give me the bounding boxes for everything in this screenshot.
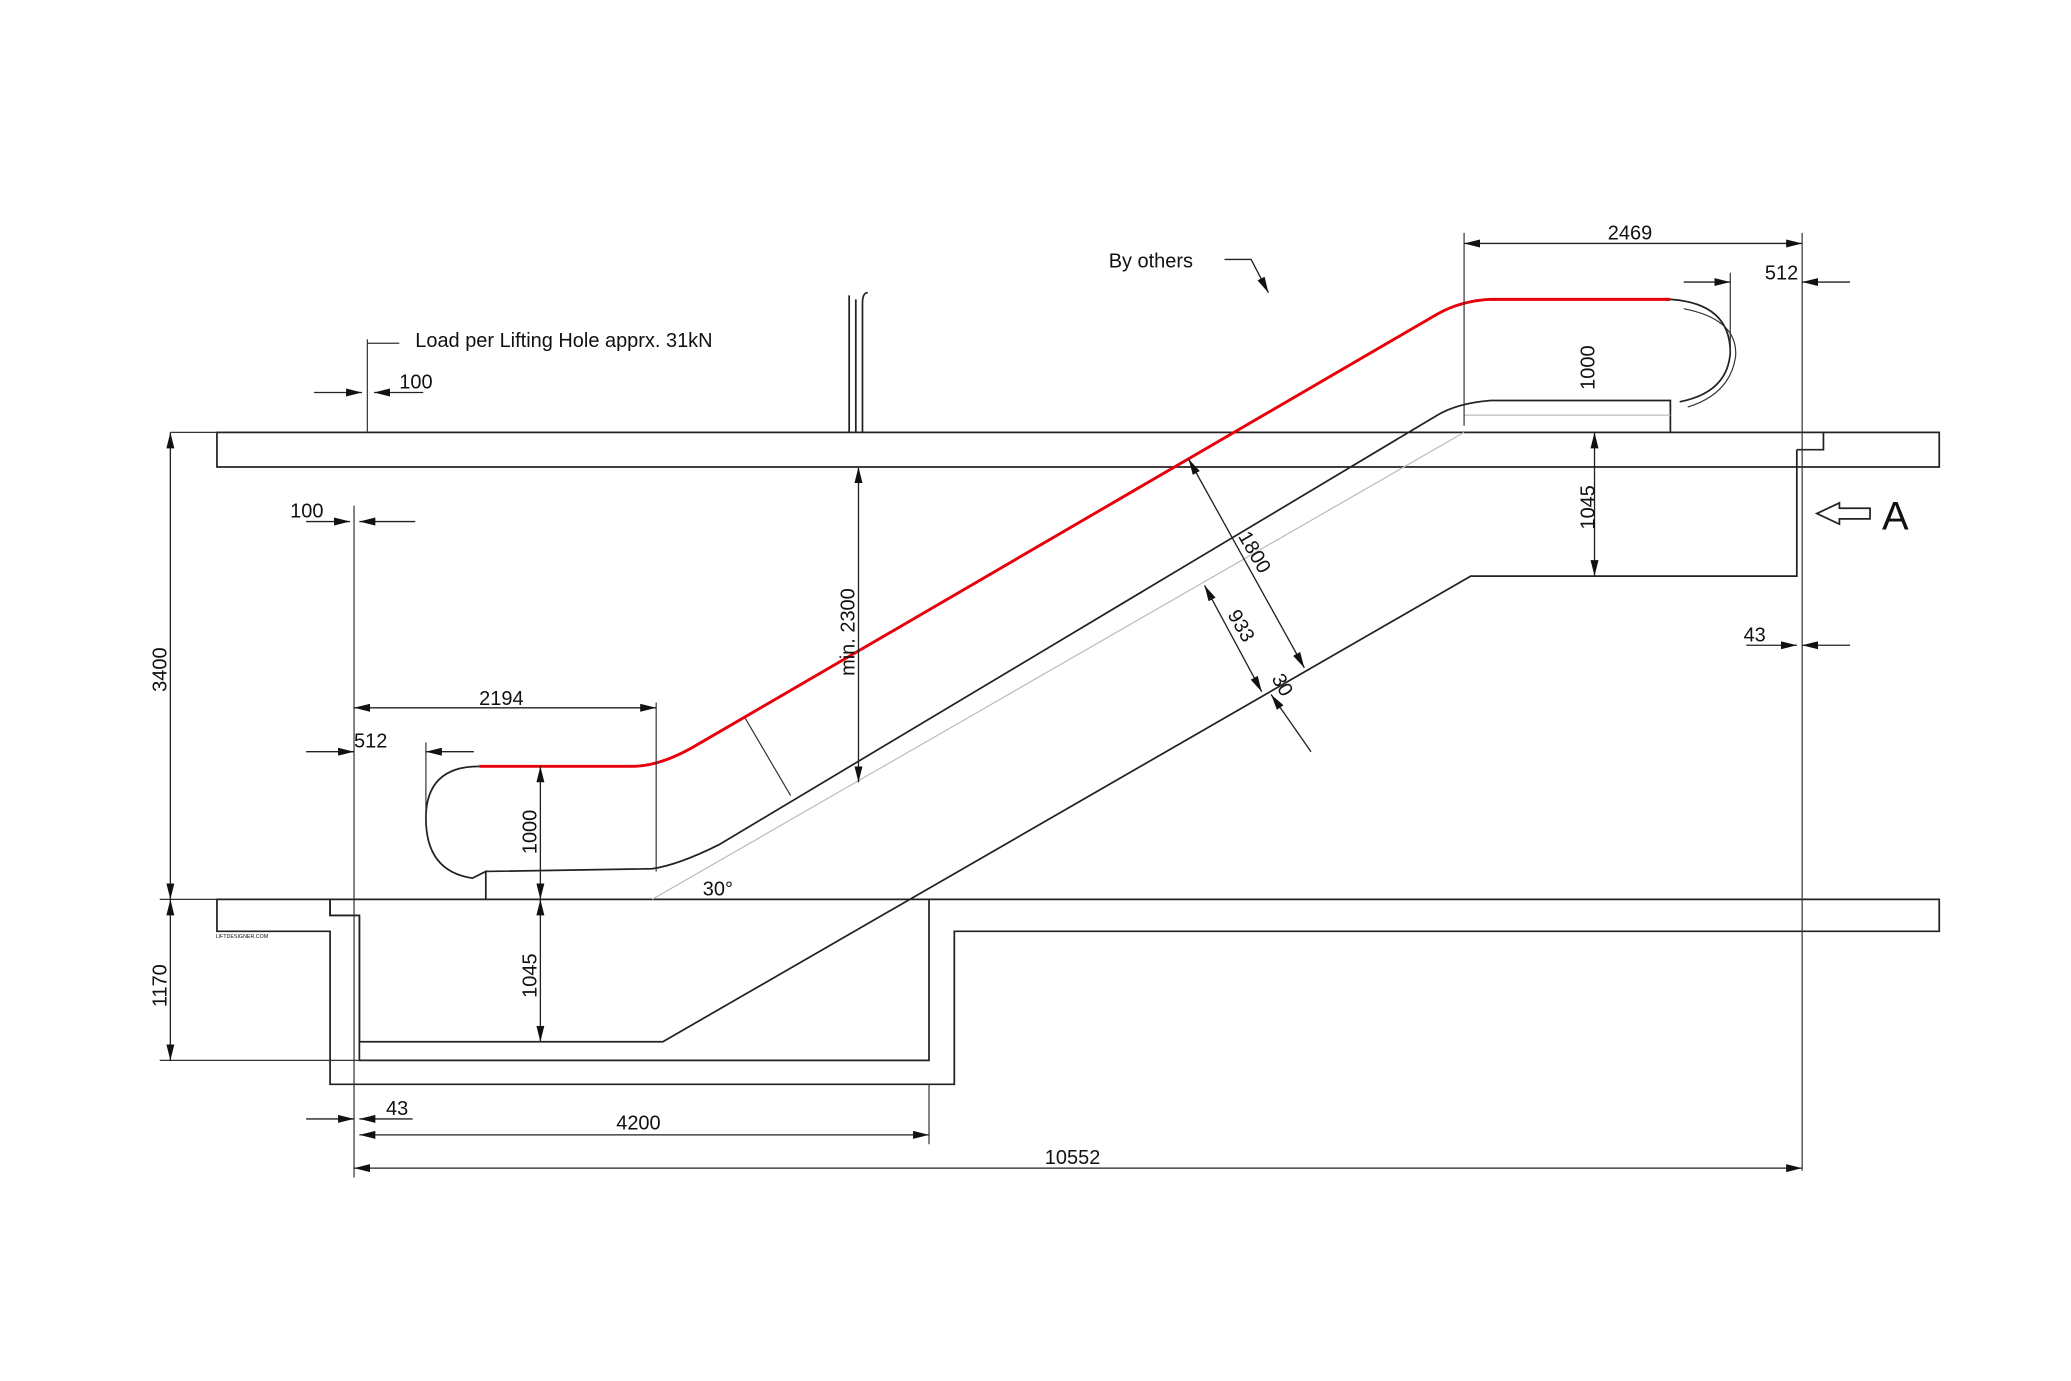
upper-newel (1670, 298, 1732, 403)
dim-upper-pit-depth: 1045 (1578, 485, 1600, 529)
lower-newel (425, 765, 487, 900)
lifting-post (848, 291, 868, 433)
upper-pit-outline (329, 449, 1798, 1043)
dim-upper-landing: 2469 (1608, 222, 1652, 244)
dim-lower-newel: 512 (354, 731, 387, 753)
dim-lower-landing: 2194 (479, 688, 523, 710)
dim-angle: 30° (703, 878, 733, 900)
dim-lower-handrail-height: 1000 (519, 810, 541, 854)
view-a-arrow-icon (1814, 501, 1871, 526)
dim-rise-3400: 3400 (149, 647, 171, 691)
handrail (479, 297, 1671, 768)
dim-pit-1170: 1170 (149, 964, 171, 1007)
dim-pit-length: 4200 (616, 1113, 660, 1135)
dim-right-gap-43: 43 (1744, 624, 1766, 646)
dim-truss-933: 933 (1223, 606, 1259, 646)
upper-floor-slab (216, 431, 1941, 468)
dim-total-length: 10552 (1045, 1147, 1101, 1169)
dim-top-hole-100: 100 (399, 371, 432, 393)
watermark: LIFTDESIGNER.COM (216, 934, 269, 940)
lower-floor-slab-and-pit (216, 898, 1941, 1086)
dim-min-headroom: min. 2300 (837, 588, 859, 676)
dimension-lines (159, 232, 1851, 1178)
upper-newel-inner (1683, 308, 1737, 408)
dim-upper-newel: 512 (1765, 262, 1798, 284)
balustrade-skirt-line (485, 399, 1672, 873)
view-a-label: A (1882, 495, 1909, 539)
dim-lower-pit-depth: 1045 (519, 953, 541, 997)
dim-left-gap-43: 43 (386, 1098, 408, 1120)
lifting-load-note: Load per Lifting Hole apprx. 31kN (415, 330, 712, 352)
step-line (651, 414, 1671, 900)
dim-side-hole-100: 100 (290, 501, 323, 523)
by-others-note: By others (1109, 250, 1193, 272)
dim-upper-handrail-height: 1000 (1578, 345, 1600, 389)
